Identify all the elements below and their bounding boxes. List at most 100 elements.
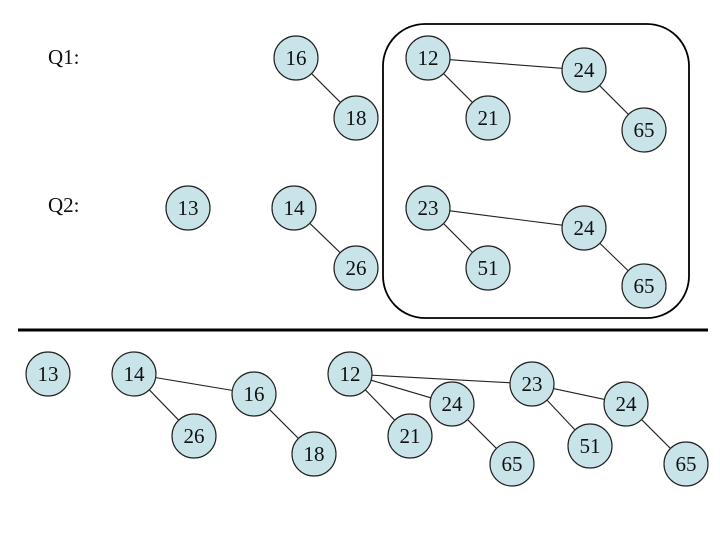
node-q1-16: 16 [273,35,319,81]
node-circle [465,95,511,141]
edge-layer [148,59,671,449]
node-circle [165,185,211,231]
node-circle [621,107,667,153]
node-value: 18 [304,442,325,466]
node-value: 14 [284,196,306,220]
node-r-24a: 24 [429,381,475,427]
edge-r-23-r-51 [546,399,576,431]
node-q2-26: 26 [333,245,379,291]
edge-r-23-r-24b [553,388,605,400]
node-value: 23 [418,196,439,220]
node-circle [405,185,451,231]
edge-r-14-r-16 [155,377,233,391]
edge-q2-14-q2-26 [309,222,341,254]
node-circle [171,413,217,459]
node-r-26: 26 [171,413,217,459]
q2-label: Q2: [48,193,80,217]
node-value: 14 [124,362,146,386]
node-r-24b: 24 [603,381,649,427]
edge-r-12-r-21 [364,389,396,421]
node-r-65a: 65 [489,441,535,487]
node-q1-24: 24 [561,47,607,93]
node-circle [465,245,511,291]
node-value: 16 [244,382,265,406]
node-value: 51 [478,256,499,280]
edge-r-12-r-23 [371,374,511,384]
edge-r-24a-r-65a [467,419,497,449]
node-value: 26 [184,424,205,448]
q1-label: Q1: [48,45,80,69]
node-circle [429,381,475,427]
node-r-12: 12 [327,351,373,397]
node-circle [327,351,373,397]
node-q1-18: 18 [333,95,379,141]
node-r-65b: 65 [663,441,709,487]
node-q2-51: 51 [465,245,511,291]
node-value: 24 [574,58,596,82]
highlight-box [382,23,690,319]
edge-q1-24-q1-65 [599,85,629,115]
node-value: 65 [634,274,655,298]
node-value: 21 [478,106,499,130]
node-circle [405,35,451,81]
node-r-16: 16 [231,371,277,417]
node-circle [567,423,613,469]
node-value: 23 [522,372,543,396]
node-value: 65 [502,452,523,476]
node-circle [489,441,535,487]
edge-q2-24-q2-65 [599,242,629,272]
node-circle [111,351,157,397]
node-value: 12 [418,46,439,70]
node-q2-14: 14 [271,185,317,231]
node-r-18: 18 [291,431,337,477]
node-r-21: 21 [387,413,433,459]
edge-q2-23-q2-24 [449,210,563,226]
node-value: 24 [616,392,638,416]
node-q1-21: 21 [465,95,511,141]
edge-r-14-r-26 [148,389,180,421]
node-value: 65 [676,452,697,476]
edge-q1-16-q1-18 [311,73,341,103]
node-circle [273,35,319,81]
node-value: 51 [580,434,601,458]
node-r-51: 51 [567,423,613,469]
node-value: 13 [38,362,59,386]
node-circle [509,361,555,407]
node-circle [291,431,337,477]
node-value: 13 [178,196,199,220]
node-circle [603,381,649,427]
node-value: 18 [346,106,367,130]
node-r-13: 13 [25,351,71,397]
node-circle [25,351,71,397]
node-circle [271,185,317,231]
node-q1-65: 65 [621,107,667,153]
node-circle [663,441,709,487]
node-value: 65 [634,118,655,142]
edge-q1-12-q1-21 [443,73,473,103]
node-q2-65: 65 [621,263,667,309]
node-circle [621,263,667,309]
node-value: 26 [346,256,367,280]
node-circle [333,245,379,291]
node-value: 24 [574,216,596,240]
node-circle [561,205,607,251]
edge-r-16-r-18 [269,409,299,439]
edge-q1-12-q1-24 [449,59,563,69]
node-circle [561,47,607,93]
node-q2-13: 13 [165,185,211,231]
node-q2-24: 24 [561,205,607,251]
node-circle [231,371,277,417]
node-value: 12 [340,362,361,386]
node-value: 21 [400,424,421,448]
node-circle [333,95,379,141]
node-layer: 16 18 12 21 24 65 13 14 26 23 51 24 65 13 14 26 16 18 12 21… [25,35,709,487]
node-value: 24 [442,392,464,416]
node-q2-23: 23 [405,185,451,231]
node-r-14: 14 [111,351,157,397]
edge-r-24b-r-65b [641,419,671,449]
node-circle [387,413,433,459]
edge-q2-23-q2-51 [443,223,473,253]
edge-r-12-r-24a [370,379,432,399]
node-q1-12: 12 [405,35,451,81]
